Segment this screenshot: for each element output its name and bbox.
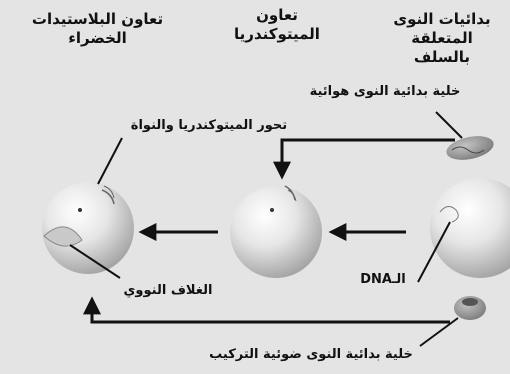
mitochondria-host-cell bbox=[230, 186, 322, 278]
label-nuclear-envelope: الغلاف النووي bbox=[98, 283, 238, 299]
label-dna: الـDNA bbox=[348, 272, 418, 288]
arrow-aerobic-to-mito bbox=[282, 140, 455, 176]
header-chloro-line2: الخضراء bbox=[10, 29, 185, 48]
header-chloroplast: تعاون البلاستيدات الخضراء bbox=[10, 10, 185, 48]
photosynthetic-bacterium bbox=[454, 296, 486, 320]
arrow-photosynthetic-to-chloro bbox=[92, 300, 450, 322]
chloroplast-host-cell bbox=[42, 182, 134, 274]
header-prokaryote: بدائيات النوى المتعلقة بالسلف bbox=[382, 10, 502, 66]
ancestor-prokaryote-cell bbox=[430, 178, 510, 278]
header-chloro-line1: تعاون البلاستيدات bbox=[10, 10, 185, 29]
label-mito-nucleus-transform: تحور الميتوكندريا والنواة bbox=[94, 118, 324, 134]
header-mito-line1: تعاون bbox=[222, 6, 332, 25]
aerobic-bacterium bbox=[444, 132, 496, 163]
header-prokaryote-line2: المتعلقة بالسلف bbox=[382, 29, 502, 67]
header-mitochondria: تعاون الميتوكندريا bbox=[222, 6, 332, 44]
label-aerobic-prokaryote: خلية بدائية النوى هوائية bbox=[280, 84, 490, 100]
header-mito-line2: الميتوكندريا bbox=[222, 25, 332, 44]
leader-transform bbox=[98, 138, 122, 184]
leader-aerobic bbox=[436, 112, 462, 138]
header-prokaryote-line1: بدائيات النوى bbox=[382, 10, 502, 29]
label-photosynthetic-prokaryote: خلية بدائية النوى ضوئية التركيب bbox=[186, 347, 436, 363]
